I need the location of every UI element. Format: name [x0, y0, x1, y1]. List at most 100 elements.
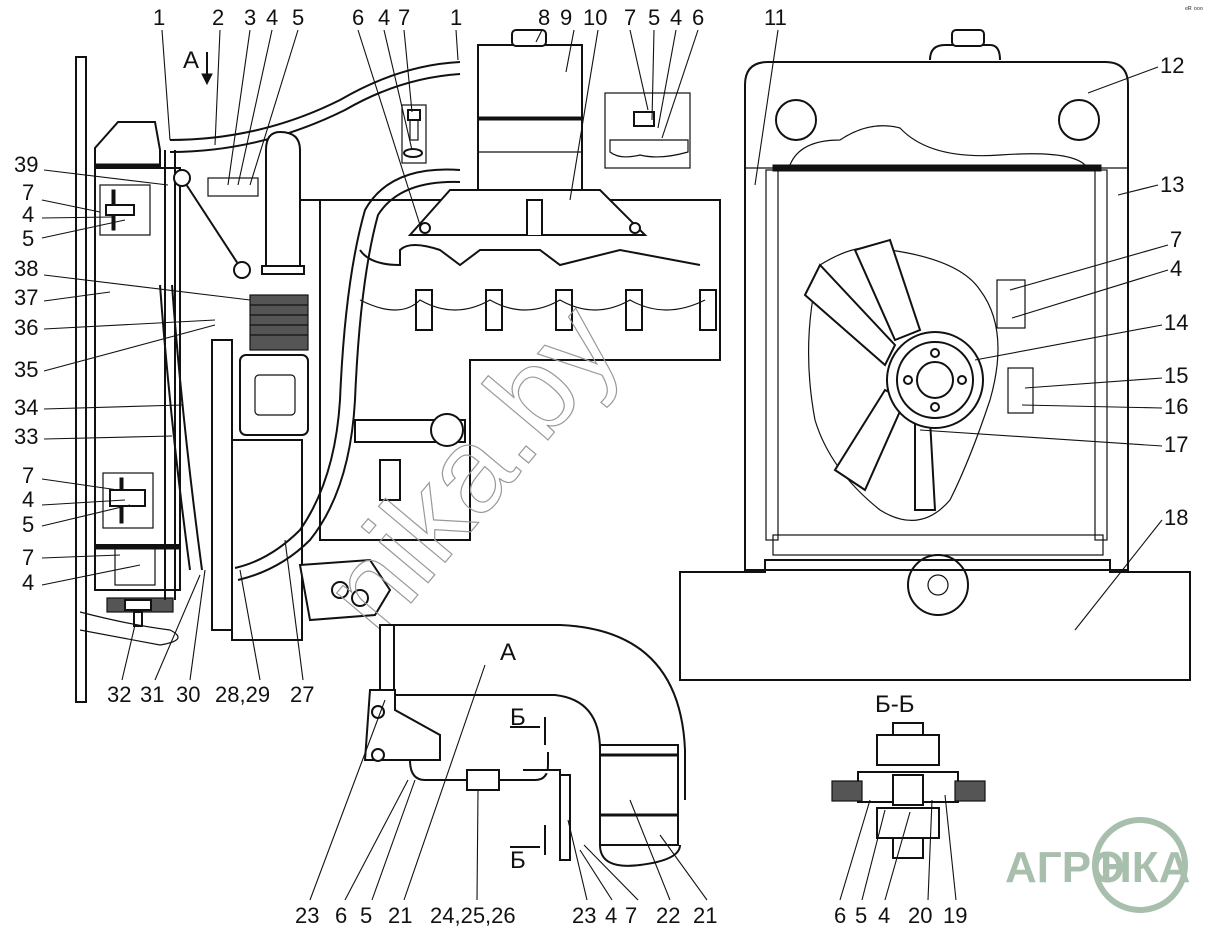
callout-leader	[43, 435, 173, 440]
mount-hole-1	[331, 581, 349, 599]
bracket-plate	[523, 769, 571, 861]
callout-15: 15	[1164, 363, 1188, 388]
bracket-hole-right	[629, 222, 641, 234]
callout-leader	[884, 811, 911, 901]
mount-bracket	[79, 611, 179, 646]
view-a-detail-label: А	[500, 639, 516, 666]
hose-long-a	[234, 168, 461, 569]
side-rail-right	[1094, 169, 1108, 541]
corner-mark: ᵉᴿ ᵒᵒᵒ	[1185, 5, 1203, 14]
callout-leader	[284, 539, 304, 681]
fan-hub-center	[916, 361, 954, 399]
bolt-box-upper	[996, 279, 1026, 329]
exhaust-manifold	[359, 244, 701, 267]
callout-leader	[41, 199, 101, 213]
engine-block	[300, 199, 721, 541]
stay-rod	[181, 177, 243, 271]
callout-leader	[569, 29, 599, 201]
callout-4: 4	[670, 5, 682, 30]
detail-nut-upper	[105, 204, 135, 216]
bellows-ribs	[250, 304, 308, 336]
callout-leader	[629, 29, 649, 111]
front-filler-neck	[929, 44, 1001, 61]
callout-18: 18	[1164, 505, 1188, 530]
section-nut-top	[876, 734, 940, 766]
callout-3: 3	[244, 5, 256, 30]
elbow-inner	[385, 694, 601, 751]
callout-leader	[1021, 404, 1163, 409]
callout-leader	[371, 779, 416, 901]
callout-leader	[754, 29, 779, 186]
callout-leader	[1009, 244, 1169, 291]
lower-rail	[772, 534, 1104, 556]
callout-7: 7	[22, 463, 34, 488]
callout-30: 30	[176, 682, 200, 707]
callout-28-29: 28,29	[215, 682, 270, 707]
callout-leader	[154, 574, 201, 681]
callout-7: 7	[398, 5, 410, 30]
callout-leader	[974, 324, 1163, 361]
elbow-flange	[379, 624, 395, 696]
callout-leader	[41, 478, 119, 491]
callout-14: 14	[1164, 310, 1188, 335]
callout-leader	[383, 29, 413, 151]
logo-text-right: НКА	[1100, 843, 1190, 892]
callout-leader	[455, 29, 459, 61]
logo-ring	[1092, 817, 1188, 913]
elbow-outer	[385, 624, 686, 800]
callout-leader	[861, 809, 886, 901]
callout-38: 38	[14, 256, 38, 281]
callout-24-25-26: 24,25,26	[430, 903, 516, 928]
callout-9: 9	[560, 5, 572, 30]
radiator-seam	[94, 163, 161, 169]
callout-4: 4	[266, 5, 278, 30]
callout-19: 19	[943, 903, 967, 928]
section-mark-top: Б	[510, 704, 526, 731]
callout-leader	[43, 274, 251, 301]
section-plate-right	[954, 780, 986, 802]
callout-4: 4	[22, 487, 34, 512]
callout-27: 27	[290, 682, 314, 707]
callout-4: 4	[22, 570, 34, 595]
callout-23: 23	[572, 903, 596, 928]
callout-5: 5	[22, 512, 34, 537]
callout-leader	[41, 216, 113, 219]
section-mark-bottom: Б	[510, 847, 526, 874]
callout-leader	[567, 819, 588, 901]
bracket-nut-2	[371, 748, 385, 762]
crank-pulley	[907, 554, 969, 616]
callout-leader	[41, 504, 131, 527]
callout-leader	[41, 564, 141, 586]
stay-rod-end-bottom	[233, 261, 251, 279]
callout-leader	[41, 219, 126, 239]
callout-16: 16	[1164, 394, 1188, 419]
radiator-tank-top	[94, 121, 161, 169]
stay-rod-end-top	[173, 169, 191, 187]
callout-33: 33	[14, 424, 38, 449]
section-title: Б-Б	[875, 691, 915, 718]
section-nut-bottom	[876, 807, 940, 839]
callout-20: 20	[908, 903, 932, 928]
water-pump-window	[254, 374, 296, 416]
injectors	[359, 289, 717, 331]
hose-lower-b	[171, 284, 203, 571]
detail-box-upper	[99, 184, 151, 236]
section-bolt-tail	[892, 837, 924, 859]
callout-6: 6	[692, 5, 704, 30]
mount-stud	[133, 611, 143, 627]
callout-leader	[227, 29, 251, 186]
callout-17: 17	[1164, 432, 1188, 457]
callout-23: 23	[295, 903, 319, 928]
bolt-detail-box	[401, 104, 427, 164]
inset-detail	[604, 92, 691, 169]
callout-36: 36	[14, 315, 38, 340]
callout-11: 11	[764, 5, 787, 30]
crank-pulley-center	[927, 574, 949, 596]
callout-4: 4	[22, 202, 34, 227]
callout-6: 6	[834, 903, 846, 928]
bolt-shank	[409, 119, 419, 141]
hose-22	[599, 744, 679, 846]
hose-lower-a	[159, 284, 191, 571]
